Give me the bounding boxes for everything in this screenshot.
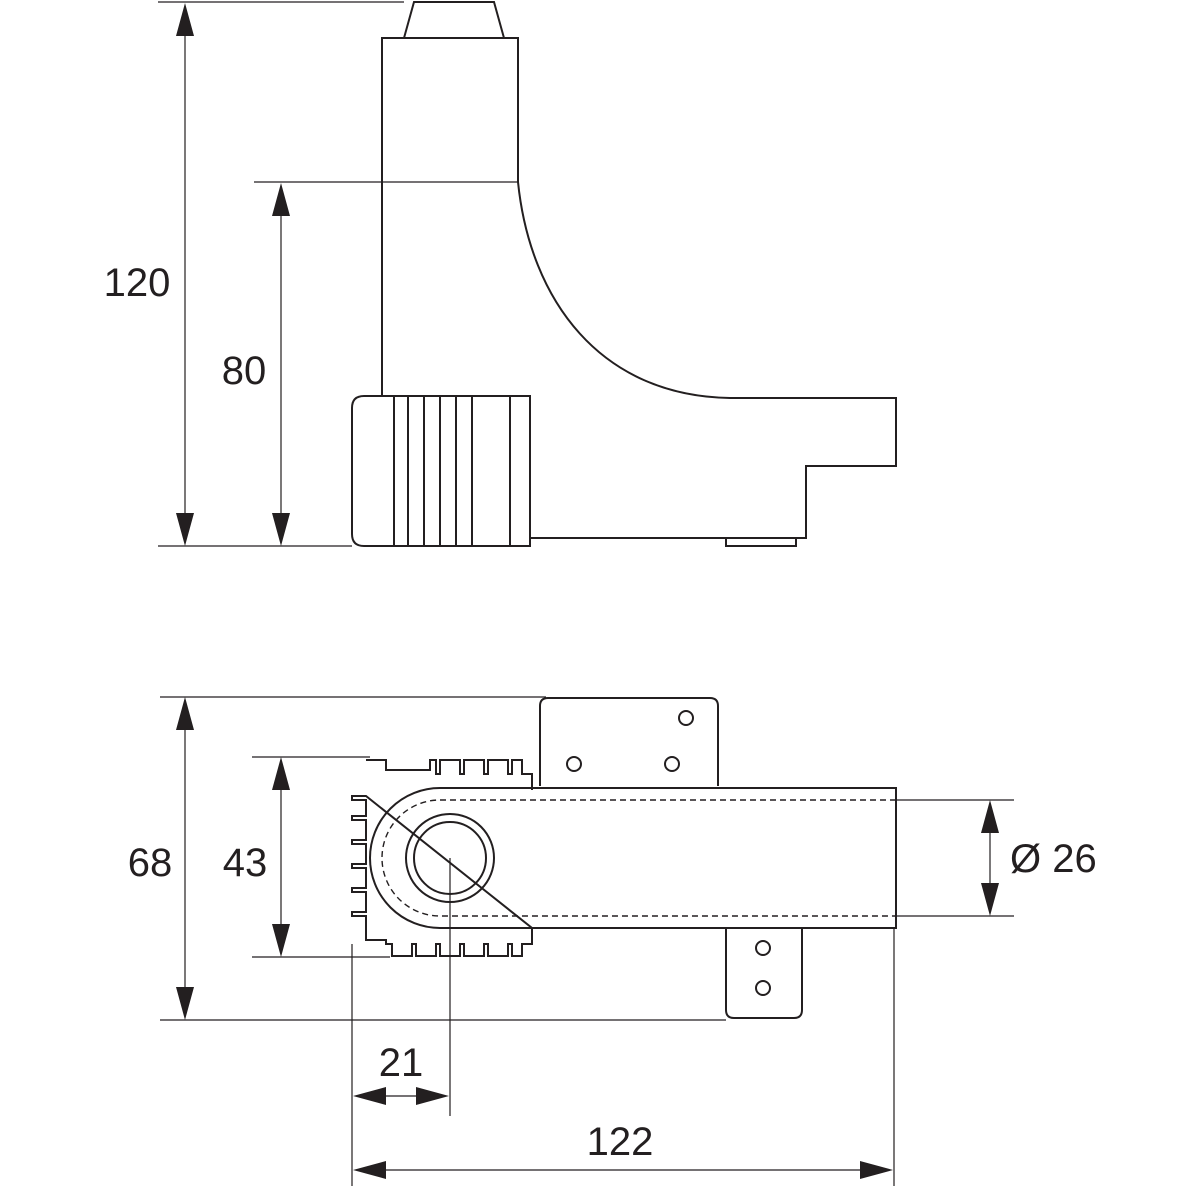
label-arm-height: 80 bbox=[222, 349, 267, 393]
tube-body bbox=[369, 787, 897, 929]
plate-hole bbox=[678, 710, 694, 726]
top-cap bbox=[403, 1, 505, 39]
ribs bbox=[393, 396, 511, 546]
plate-hole bbox=[566, 756, 582, 772]
plate-hole bbox=[755, 940, 771, 956]
bracket-body bbox=[381, 37, 897, 539]
label-overall-length: 122 bbox=[587, 1120, 654, 1164]
dimension-tube-diameter: Ø 26 bbox=[981, 800, 1097, 916]
dimension-overall-height: 120 bbox=[104, 3, 194, 546]
side-view: 120 80 bbox=[104, 1, 897, 547]
label-inner-width: 43 bbox=[223, 841, 268, 885]
dimension-pivot-offset: 21 bbox=[353, 1041, 449, 1105]
dimension-arm-height: 80 bbox=[222, 183, 290, 546]
label-pivot-offset: 21 bbox=[379, 1041, 424, 1085]
plate-hole bbox=[755, 980, 771, 996]
foot-pad bbox=[725, 537, 797, 547]
dimension-overall-width: 68 bbox=[128, 697, 194, 1020]
label-tube-diameter: Ø 26 bbox=[1010, 837, 1097, 881]
ribbed-block-top bbox=[351, 759, 533, 957]
lower-plate bbox=[725, 928, 803, 1019]
dimension-inner-width: 43 bbox=[223, 757, 290, 957]
label-overall-height: 120 bbox=[104, 261, 171, 305]
dimension-overall-length: 122 bbox=[353, 1120, 893, 1179]
top-view: 68 43 Ø 26 21 122 bbox=[128, 696, 1097, 1186]
ribbed-block bbox=[351, 395, 531, 547]
label-overall-width: 68 bbox=[128, 841, 173, 885]
plate-hole bbox=[664, 756, 680, 772]
upper-plate bbox=[539, 697, 719, 786]
tube-inner-wall bbox=[381, 799, 896, 917]
